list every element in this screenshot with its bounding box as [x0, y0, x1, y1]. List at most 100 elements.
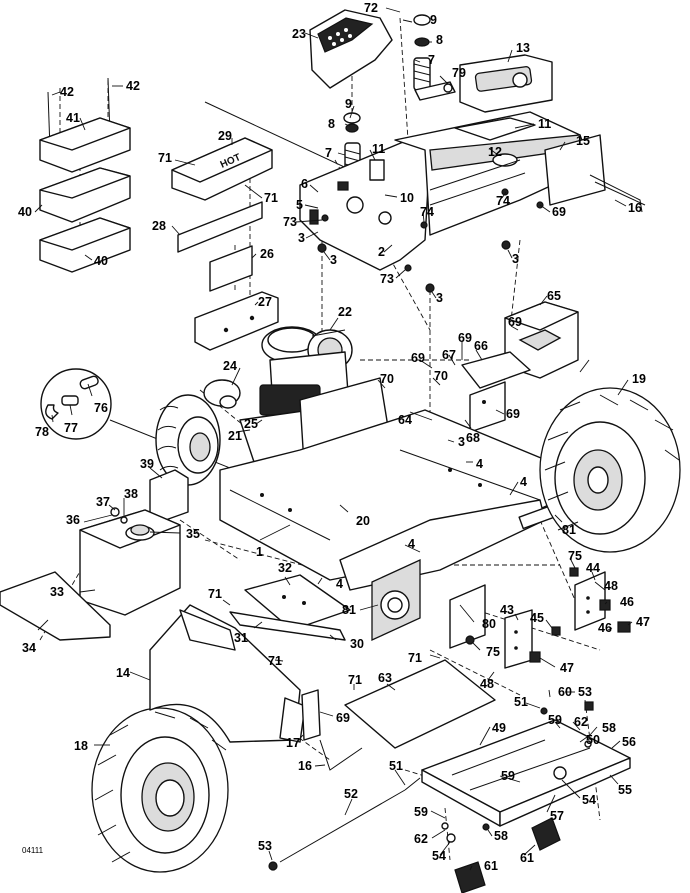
- callout-3: 3: [436, 291, 443, 305]
- callout-47: 47: [560, 661, 574, 675]
- callout-71: 71: [348, 673, 362, 687]
- callout-67: 67: [442, 348, 456, 362]
- callout-11: 11: [372, 142, 385, 156]
- lever-part-16a: [589, 174, 646, 213]
- fender-part-14: [149, 604, 306, 743]
- callout-18: 18: [74, 739, 88, 753]
- callout-10: 10: [400, 191, 414, 205]
- callout-9: 9: [430, 13, 437, 27]
- bracket-part-11: [369, 159, 385, 181]
- callout-28: 28: [152, 219, 166, 233]
- callout-42: 42: [60, 85, 74, 99]
- tire-part-18: [91, 707, 229, 873]
- callout-65: 65: [547, 289, 561, 303]
- callout-75: 75: [486, 645, 500, 659]
- callout-40: 40: [94, 254, 108, 268]
- spacer-part-26: [209, 245, 253, 292]
- callout-48: 48: [604, 579, 618, 593]
- callout-42: 42: [126, 79, 140, 93]
- hot-cover-part-29: HOT: [171, 137, 273, 201]
- callout-3: 3: [298, 231, 305, 245]
- callout-23: 23: [292, 27, 306, 41]
- callout-24: 24: [223, 359, 237, 373]
- callout-1: 1: [256, 545, 263, 559]
- relay-bracket-part-44: [574, 571, 606, 631]
- muffler-heat-shield-part-23: [309, 9, 393, 89]
- callout-21: 21: [228, 429, 242, 443]
- callout-81: 81: [342, 603, 356, 617]
- leader-lines: [34, 7, 633, 871]
- callout-69: 69: [552, 205, 566, 219]
- callout-60: 60: [558, 685, 572, 699]
- battery-cover-part-13: [459, 54, 553, 113]
- callout-74: 74: [496, 194, 510, 208]
- callout-4: 4: [408, 537, 415, 551]
- callout-48: 48: [480, 677, 494, 691]
- callout-16: 16: [628, 201, 642, 215]
- fuel-tank-part-33: [79, 509, 181, 616]
- callout-69: 69: [411, 351, 425, 365]
- callout-5: 5: [296, 198, 303, 212]
- callout-45: 45: [530, 611, 544, 625]
- mount-panel-part-64: [469, 381, 506, 433]
- callout-44: 44: [586, 561, 600, 575]
- callout-51: 51: [389, 759, 403, 773]
- pedal-pad-part-61b: [531, 817, 561, 851]
- callout-8: 8: [436, 33, 443, 47]
- callout-4: 4: [520, 475, 527, 489]
- hardware-53-54-62: [268, 740, 592, 871]
- callout-7: 7: [325, 146, 332, 160]
- tank-tray-part-34: [0, 571, 111, 641]
- callout-75: 75: [568, 549, 582, 563]
- callout-69: 69: [508, 315, 522, 329]
- callout-4: 4: [476, 457, 483, 471]
- callout-46: 46: [598, 621, 612, 635]
- callout-22: 22: [338, 305, 352, 319]
- figure-reference: 04111: [22, 846, 44, 855]
- callout-3: 3: [458, 435, 465, 449]
- main-frame-part-1: [219, 409, 571, 649]
- callout-30: 30: [350, 637, 364, 651]
- callout-52: 52: [344, 787, 358, 801]
- callout-3: 3: [330, 253, 337, 267]
- callout-19: 19: [632, 372, 646, 386]
- callout-55: 55: [618, 783, 632, 797]
- callout-70: 70: [434, 369, 448, 383]
- callout-59: 59: [414, 805, 428, 819]
- relay-bracket-part-43: [504, 609, 533, 669]
- callout-71: 71: [268, 654, 282, 668]
- callout-7: 7: [428, 53, 435, 67]
- callout-62: 62: [574, 715, 588, 729]
- callout-36: 36: [66, 513, 80, 527]
- callout-68: 68: [466, 431, 480, 445]
- callout-32: 32: [278, 561, 292, 575]
- cover-part-31: [244, 574, 351, 631]
- callout-70: 70: [380, 372, 394, 386]
- callout-71: 71: [264, 191, 278, 205]
- callout-69: 69: [506, 407, 520, 421]
- callout-41: 41: [66, 111, 80, 125]
- callout-69: 69: [458, 331, 472, 345]
- callout-63: 63: [378, 671, 392, 685]
- rear-wheel-left: [155, 394, 221, 486]
- callout-66: 66: [474, 339, 488, 353]
- callout-51: 51: [514, 695, 528, 709]
- callout-27: 27: [258, 295, 272, 309]
- callout-47: 47: [636, 615, 650, 629]
- heat-shield-plate-part-28: [177, 201, 263, 253]
- callout-53: 53: [258, 839, 272, 853]
- footrest-part-49: [421, 719, 631, 827]
- callout-38: 38: [124, 487, 138, 501]
- callout-2: 2: [378, 245, 385, 259]
- upper-frame-part-2: [299, 111, 606, 271]
- callout-62: 62: [414, 832, 428, 846]
- callout-79: 79: [452, 66, 466, 80]
- detail-circle-76-78: [40, 368, 112, 440]
- callout-73: 73: [380, 272, 394, 286]
- callout-64: 64: [398, 413, 412, 427]
- callout-77: 77: [64, 421, 78, 435]
- hardware-bolts: [317, 188, 544, 293]
- callout-56: 56: [622, 735, 636, 749]
